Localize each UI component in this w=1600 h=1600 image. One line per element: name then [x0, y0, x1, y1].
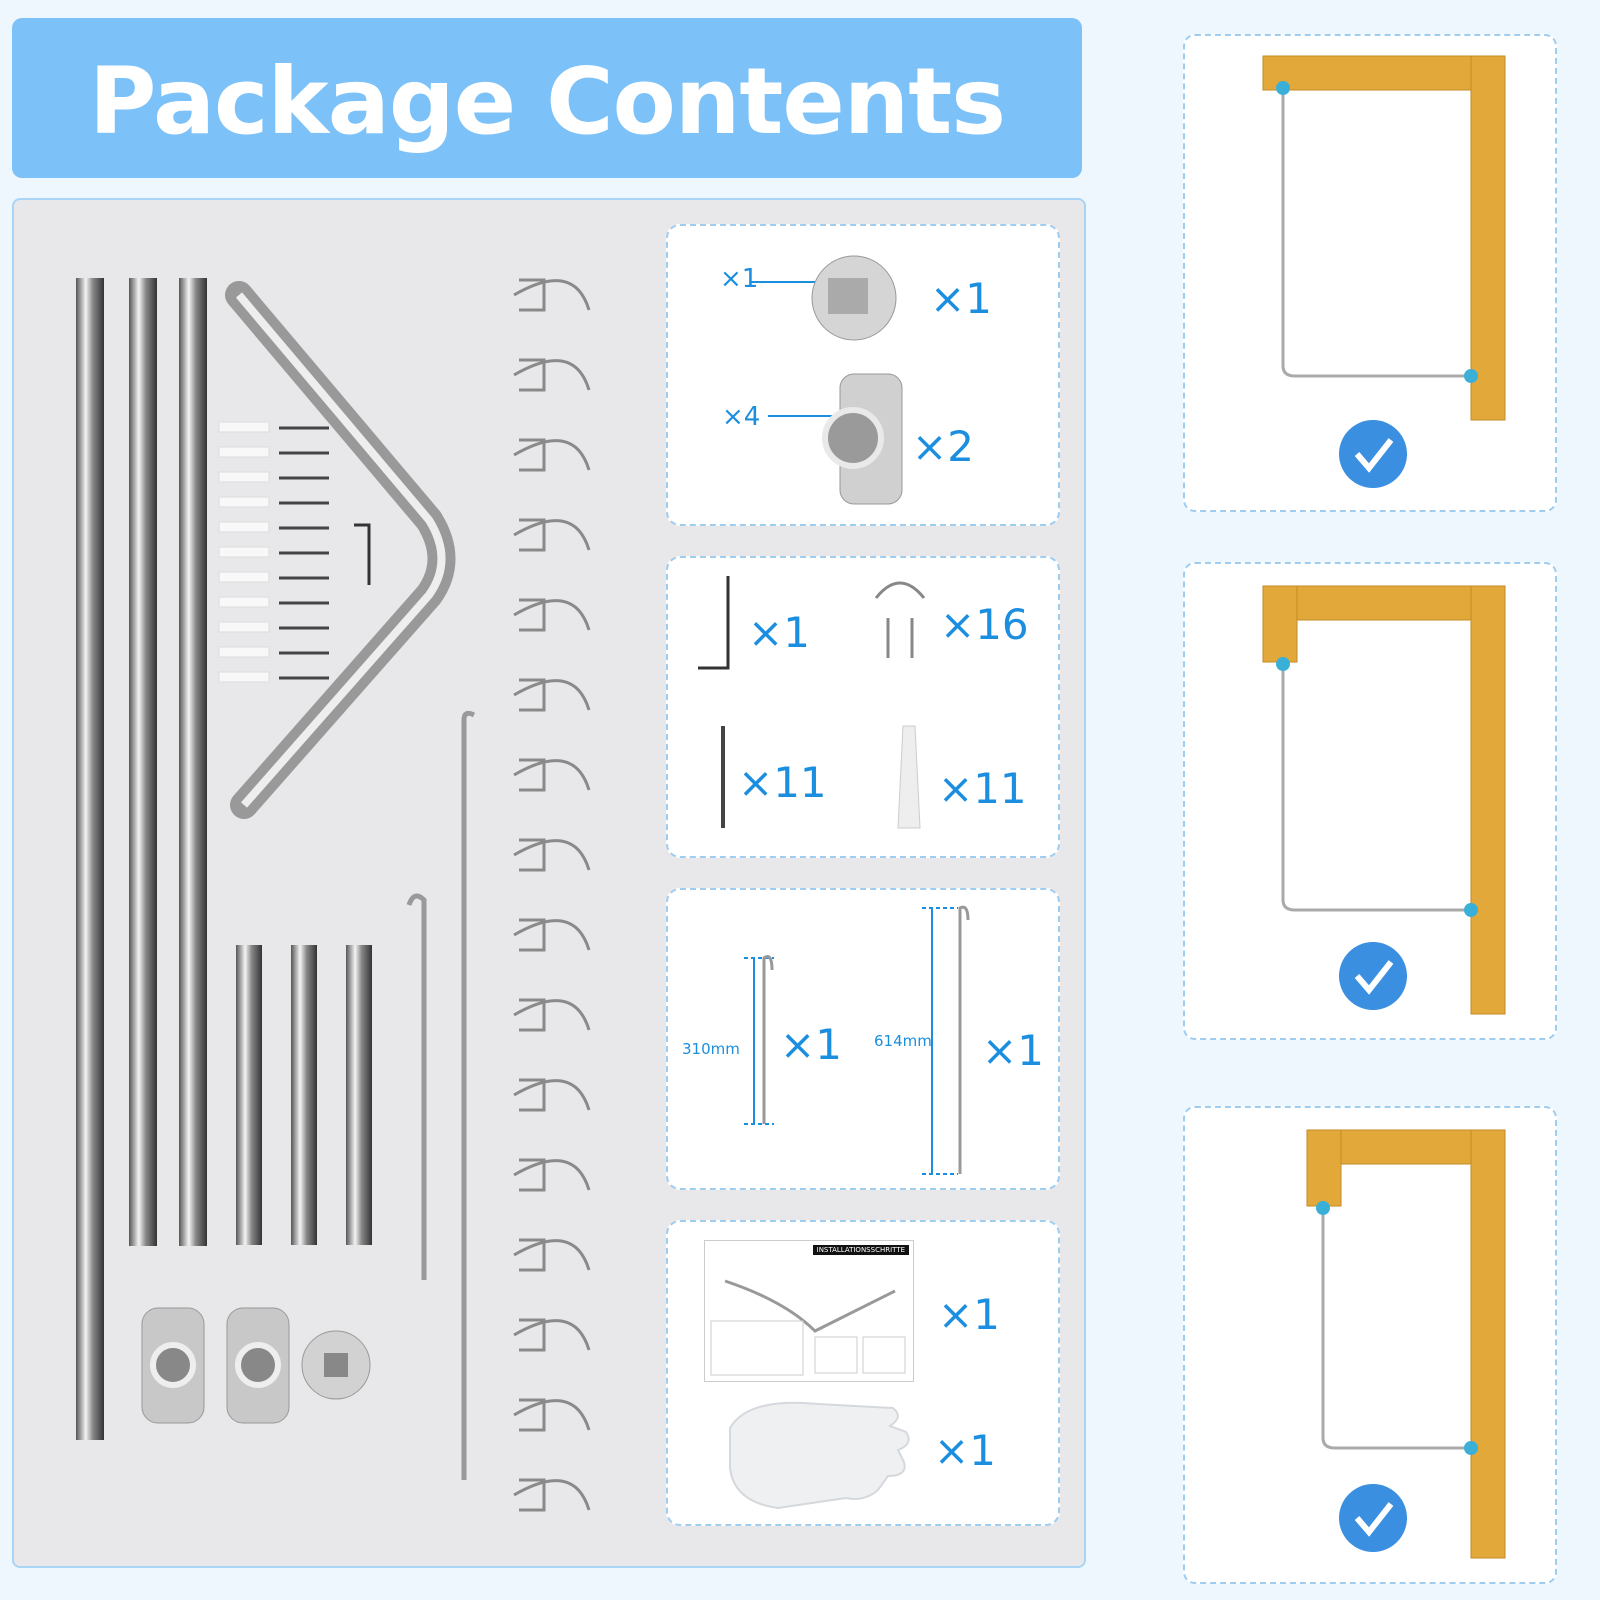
glove-qty: ×1: [934, 1426, 996, 1475]
short-rod-qty: ×1: [780, 1020, 842, 1069]
card-extras: INSTALLATIONSSCHRITTE ×1 ×1: [666, 1220, 1060, 1526]
long-rod-length: 614mm: [874, 1032, 932, 1050]
parts-panel: ×1 ×1 ×4 ×2 ×1 ×16 ×11 ×11: [12, 198, 1086, 1568]
bracket-flange: [226, 1307, 290, 1424]
short-rod-icon: [762, 955, 774, 1124]
hooks-qty: ×16: [940, 600, 1029, 649]
long-rod: [76, 278, 104, 1440]
long-rod: [129, 278, 157, 1246]
long-rod: [179, 278, 207, 1246]
allen-key: [354, 523, 371, 585]
check-icon: [1339, 942, 1407, 1010]
support-rods-illustration: [744, 905, 970, 1175]
card-support-rods: 310mm ×1 614mm ×1: [666, 888, 1060, 1190]
parts-illustration: [76, 278, 591, 1512]
small-parts-illustration: [698, 576, 926, 829]
hooks-column: [513, 278, 591, 1512]
anchors-qty: ×11: [938, 764, 1027, 813]
round-mount-qty: ×1: [930, 274, 992, 323]
short-rod-length: 310mm: [682, 1040, 740, 1058]
mounts-illustration: [750, 255, 903, 505]
layout-diagram-3: [1306, 1129, 1506, 1559]
manual-qty: ×1: [938, 1290, 1000, 1339]
round-flange: [301, 1330, 371, 1400]
round-mount-inner-qty: ×1: [720, 264, 759, 294]
long-rod-icon: [958, 905, 970, 1174]
screws-qty: ×11: [738, 758, 827, 807]
card-small-parts: ×1 ×16 ×11 ×11: [666, 556, 1060, 858]
short-rod: [291, 945, 317, 1245]
allen-key-qty: ×1: [748, 608, 810, 657]
manual-heading: INSTALLATIONSSCHRITTE: [812, 1245, 909, 1255]
short-rod: [346, 945, 372, 1245]
check-icon: [1339, 420, 1407, 488]
hook-icon: [874, 581, 926, 658]
bracket-qty: ×2: [912, 422, 974, 471]
layout-card-3: [1183, 1106, 1557, 1584]
layout-diagram-2: [1262, 585, 1506, 1015]
bracket-inner-qty: ×4: [722, 402, 761, 432]
layout-card-1: [1183, 34, 1557, 512]
anchor-icon: [897, 725, 921, 829]
short-support-rod: [406, 893, 427, 1280]
layout-card-2: [1183, 562, 1557, 1040]
long-rod-qty: ×1: [982, 1026, 1044, 1075]
short-rod: [236, 945, 262, 1245]
allen-key-icon: [698, 576, 730, 670]
long-support-rod: [461, 710, 476, 1480]
bracket-flange: [141, 1307, 205, 1424]
screws-group: [279, 426, 329, 680]
card-mounts: ×1 ×1 ×4 ×2: [666, 224, 1060, 526]
check-icon: [1339, 1484, 1407, 1552]
layout-diagram-1: [1262, 55, 1506, 488]
title-banner: Package Contents: [12, 18, 1082, 178]
manual-thumbnail: INSTALLATIONSSCHRITTE: [704, 1240, 914, 1382]
anchors-group: [218, 421, 270, 683]
glove-icon: [729, 1401, 910, 1510]
page-title: Package Contents: [89, 48, 1006, 155]
